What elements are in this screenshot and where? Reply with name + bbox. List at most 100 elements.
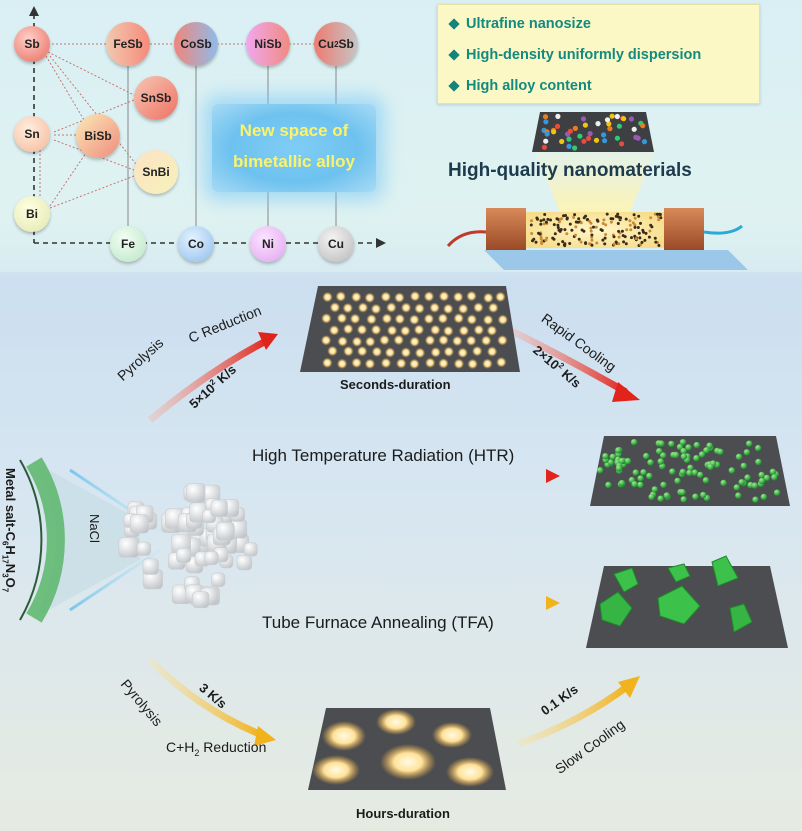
glowing-particle <box>409 291 421 302</box>
device-nanoparticle <box>552 223 556 227</box>
green-nanoparticle <box>615 447 622 454</box>
plate-nanoparticle <box>619 141 625 147</box>
glowing-particle <box>467 358 478 370</box>
alloy-node-fesb: FeSb <box>106 22 150 66</box>
green-nanoparticle <box>659 452 667 459</box>
nacl-cube <box>118 537 140 558</box>
device-nanoparticle <box>584 242 588 245</box>
glowing-particle <box>342 302 353 314</box>
nacl-cube <box>211 572 226 587</box>
glowing-particle <box>437 313 448 324</box>
tfa-glowing-particles <box>312 709 494 787</box>
green-nanoparticle <box>630 439 638 446</box>
plate-nanoparticle <box>593 137 600 143</box>
green-nanoparticle <box>763 474 771 482</box>
device-nanoparticle <box>574 233 577 237</box>
device-nanoparticle <box>543 213 547 216</box>
glowing-particle <box>396 358 407 369</box>
glowing-particle <box>400 302 412 313</box>
glowing-particle <box>438 358 449 369</box>
feature-text: Ultrafine nanosize <box>466 16 591 32</box>
device-nanoparticle <box>649 223 653 227</box>
green-nanoparticle <box>738 479 745 486</box>
plate-nanoparticle <box>621 116 627 122</box>
glowing-particle <box>466 290 477 302</box>
glowing-particle <box>453 291 464 303</box>
device-nanoparticle <box>602 218 606 222</box>
green-nanoparticle <box>707 463 714 471</box>
device-nanoparticle <box>643 238 647 242</box>
x-axis-arrowhead <box>376 238 386 248</box>
plate-nanoparticle <box>640 123 646 129</box>
device-nanoparticle <box>539 219 543 223</box>
green-nanoparticle <box>700 491 707 499</box>
device-nanoparticle <box>622 240 626 244</box>
device-nanoparticle <box>624 217 628 221</box>
green-nanoparticle <box>740 462 747 470</box>
device-nanoparticle <box>565 217 569 221</box>
green-nanoparticle <box>643 452 650 460</box>
glowing-particle <box>336 313 348 324</box>
plate-nanoparticle <box>551 129 557 135</box>
device-nanoparticle <box>632 213 636 217</box>
green-nanoparticle <box>680 447 687 455</box>
glowing-particle <box>386 302 397 313</box>
feature-item: High-density uniformly dispersion <box>448 47 701 63</box>
tfa-arrows <box>147 596 640 748</box>
nacl-cube <box>204 550 219 565</box>
device-nanoparticle <box>539 237 543 241</box>
glowing-particle <box>453 313 464 324</box>
nanomaterial-plate <box>532 112 654 152</box>
glowing-particle <box>453 358 465 369</box>
glowing-particle <box>364 358 376 369</box>
green-nanoparticle <box>743 449 751 456</box>
glowing-particle <box>335 291 346 302</box>
device-nanoparticle <box>619 216 622 220</box>
green-nanoparticle <box>607 459 614 466</box>
green-nanoparticle <box>735 453 743 460</box>
element-node-co: Co <box>178 226 214 262</box>
device-nanoparticle <box>588 242 592 246</box>
glowing-particle <box>356 324 368 335</box>
plate-nanoparticle <box>559 138 565 145</box>
element-node-ni: Ni <box>250 226 286 262</box>
glowing-particle <box>482 314 494 326</box>
device-nanoparticle <box>551 236 555 240</box>
glowing-particle <box>343 323 354 335</box>
feature-text: High-density uniformly dispersion <box>466 47 702 63</box>
formula-part-c: N <box>3 563 18 574</box>
plate-nanoparticles <box>541 113 648 151</box>
device-nanoparticle <box>648 229 652 233</box>
device-nanoparticle <box>557 242 560 246</box>
glowing-particle <box>443 325 454 337</box>
glowing-particle <box>320 335 332 346</box>
plate-nanoparticle <box>633 134 639 140</box>
green-nanoparticle <box>693 455 700 462</box>
green-nanoparticle <box>693 441 700 449</box>
glowing-particle <box>495 291 506 303</box>
device-nanoparticle <box>539 222 543 226</box>
plate-nanoparticle <box>606 121 612 127</box>
glowing-particle <box>409 336 420 347</box>
green-nanoparticle <box>618 479 626 487</box>
glowing-particle <box>430 324 441 336</box>
device-nanoparticle <box>609 217 613 221</box>
device-nanoparticle <box>579 240 583 244</box>
glowing-particle <box>430 347 441 358</box>
device-nanoparticle <box>555 217 559 221</box>
green-nanoparticle <box>674 477 681 485</box>
device-nanoparticle <box>530 232 534 235</box>
nacl-cube <box>210 499 228 517</box>
green-nanoparticle <box>744 474 751 481</box>
green-nanoparticle <box>735 492 742 499</box>
green-nanoparticle <box>691 469 699 476</box>
glowing-particle <box>473 302 484 313</box>
device-nanoparticle <box>542 218 546 222</box>
plate-nanoparticle <box>641 139 648 145</box>
device-nanoparticle <box>633 234 637 238</box>
glowing-particle <box>452 335 463 347</box>
alloy-node-cosb: CoSb <box>174 22 218 66</box>
glowing-particle <box>423 291 435 302</box>
green-nanoparticle <box>769 468 777 475</box>
